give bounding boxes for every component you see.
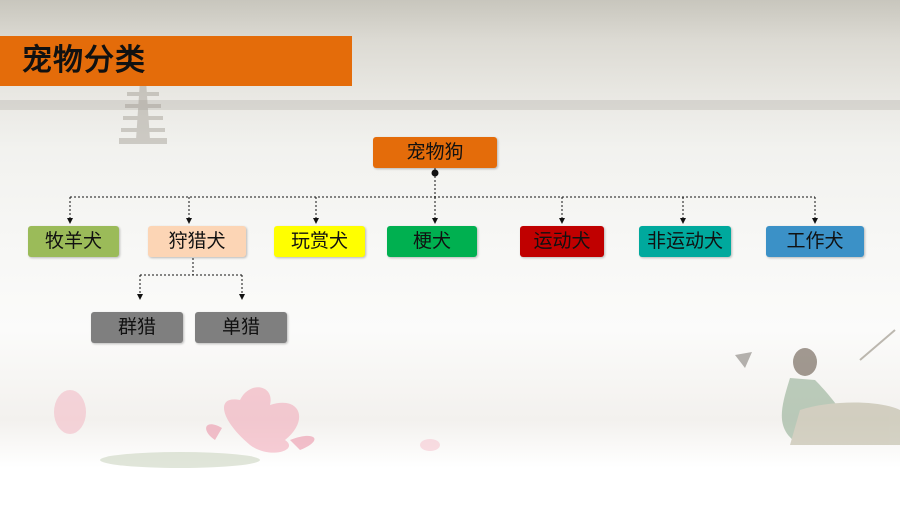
node-label: 运动犬 bbox=[533, 230, 591, 252]
node-terrier: 梗犬 bbox=[387, 226, 477, 257]
node-label: 非运动犬 bbox=[646, 230, 723, 252]
node-label: 狩猎犬 bbox=[168, 230, 226, 252]
node-sporting: 运动犬 bbox=[520, 226, 604, 257]
node-label: 工作犬 bbox=[786, 230, 844, 252]
node-label: 群猎 bbox=[117, 316, 156, 338]
node-label: 单猎 bbox=[221, 316, 260, 338]
node-toy: 玩赏犬 bbox=[274, 226, 365, 257]
root-connector-dot bbox=[431, 169, 439, 177]
node-pack-hunting: 群猎 bbox=[91, 312, 183, 343]
node-solo-hunting: 单猎 bbox=[195, 312, 287, 343]
node-hound: 狩猎犬 bbox=[148, 226, 246, 257]
node-label: 牧羊犬 bbox=[44, 230, 102, 252]
page-title: 宠物分类 bbox=[22, 43, 146, 78]
node-non-sporting: 非运动犬 bbox=[639, 226, 731, 257]
node-herding: 牧羊犬 bbox=[28, 226, 119, 257]
node-root: 宠物狗 bbox=[373, 137, 497, 168]
title-bar: 宠物分类 bbox=[0, 36, 352, 86]
node-label: 梗犬 bbox=[412, 230, 451, 252]
node-working: 工作犬 bbox=[766, 226, 864, 257]
node-label: 玩赏犬 bbox=[290, 230, 348, 252]
node-label: 宠物狗 bbox=[406, 141, 464, 163]
